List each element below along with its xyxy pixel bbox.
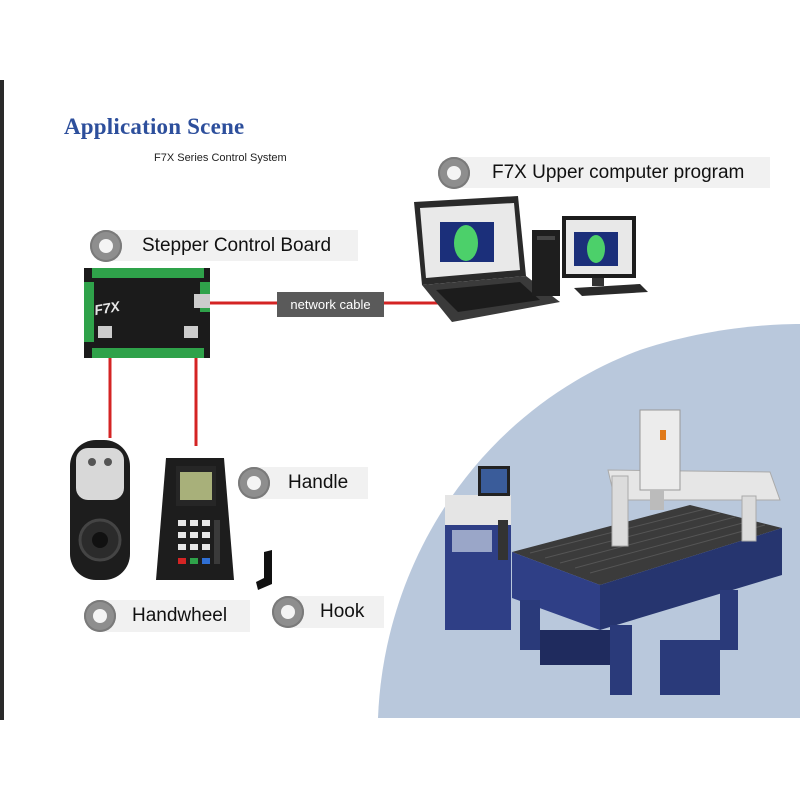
- radio-badge-icon: [438, 157, 470, 189]
- handle-controller-icon: [156, 458, 234, 580]
- label-network-cable: network cable: [277, 292, 384, 317]
- label-network-cable-text: network cable: [290, 297, 371, 312]
- page-title: Application Scene: [64, 114, 245, 139]
- label-control-board: Stepper Control Board: [106, 230, 358, 261]
- label-upper-program: F7X Upper computer program: [454, 157, 770, 188]
- radio-badge-icon: [238, 467, 270, 499]
- radio-badge-icon: [272, 596, 304, 628]
- hook-icon: [256, 550, 272, 590]
- label-control-board-text: Stepper Control Board: [142, 234, 332, 256]
- label-handwheel-text: Handwheel: [132, 605, 228, 626]
- label-handwheel: Handwheel: [100, 600, 250, 632]
- desktop-computer-icon: [532, 216, 648, 296]
- cnc-machine-icon: [445, 409, 782, 695]
- label-handle-text: Handle: [288, 472, 349, 493]
- board-brand-text: F7X: [92, 297, 122, 319]
- page-subtitle: F7X Series Control System: [154, 152, 287, 164]
- laptop-icon: [414, 196, 560, 322]
- label-upper-program-text: F7X Upper computer program: [492, 161, 745, 183]
- control-board-icon: [84, 268, 210, 358]
- left-edge-bar: [0, 80, 4, 720]
- radio-badge-icon: [90, 230, 122, 262]
- handwheel-pendant-icon: [70, 440, 130, 580]
- label-hook: Hook: [288, 596, 384, 628]
- label-hook-text: Hook: [320, 601, 365, 622]
- label-handle: Handle: [254, 467, 368, 499]
- radio-badge-icon: [84, 600, 116, 632]
